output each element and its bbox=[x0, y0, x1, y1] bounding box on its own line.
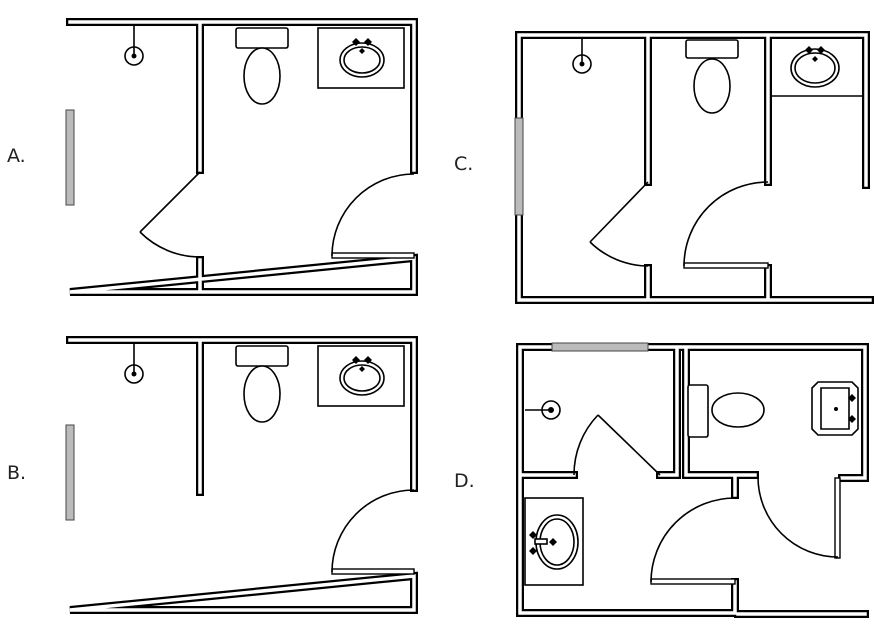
toilet-icon bbox=[235, 27, 289, 105]
shower-head-icon bbox=[124, 26, 144, 66]
shower-door bbox=[573, 414, 661, 476]
window bbox=[65, 424, 75, 521]
toilet-room-door bbox=[757, 476, 841, 559]
entry-door bbox=[331, 173, 415, 259]
floor-plan-a bbox=[65, 18, 418, 296]
wall-inner bbox=[68, 338, 416, 612]
shower-door bbox=[139, 171, 201, 258]
option-label-b: B. bbox=[7, 462, 27, 484]
floor-plan-c bbox=[514, 31, 874, 304]
entry-door bbox=[650, 497, 736, 585]
option-label-c: C. bbox=[454, 153, 474, 175]
window bbox=[514, 117, 524, 216]
window bbox=[551, 342, 649, 352]
shower-head-icon bbox=[572, 39, 592, 74]
sink-icon bbox=[811, 381, 859, 436]
toilet-icon bbox=[235, 345, 289, 423]
window bbox=[65, 109, 75, 206]
sink-icon bbox=[317, 345, 405, 407]
shower-head-icon bbox=[525, 400, 561, 420]
sink-icon bbox=[524, 497, 584, 586]
wall-inner bbox=[518, 345, 867, 616]
shower-door bbox=[589, 181, 649, 267]
toilet-icon bbox=[687, 384, 765, 438]
sink-icon bbox=[772, 46, 862, 97]
option-label-d: D. bbox=[454, 470, 475, 492]
sink-icon bbox=[317, 27, 405, 89]
wall-inner bbox=[517, 33, 872, 302]
wall-inner bbox=[68, 20, 416, 294]
floor-plan-d bbox=[516, 342, 869, 618]
floor-plan-b bbox=[65, 336, 418, 614]
toilet-icon bbox=[685, 39, 739, 114]
option-label-a: A. bbox=[7, 145, 26, 167]
shower-head-icon bbox=[124, 344, 144, 384]
entry-door bbox=[683, 181, 769, 269]
entry-door bbox=[331, 489, 415, 575]
